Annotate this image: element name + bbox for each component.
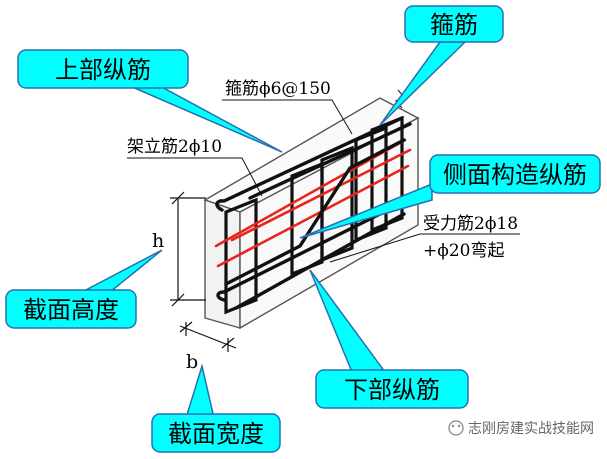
leader-stirrup-spec bbox=[222, 99, 353, 135]
bent-bar-label: +ϕ20弯起 bbox=[423, 241, 504, 261]
dimension-b bbox=[179, 321, 237, 352]
dimension-h bbox=[170, 191, 206, 307]
leader-main-bar bbox=[329, 233, 520, 263]
svg-text:截面宽度: 截面宽度 bbox=[168, 420, 264, 448]
stirrup-1 bbox=[224, 197, 258, 315]
erection-bar-label: 架立筋2ϕ10 bbox=[127, 137, 222, 157]
bottom-bar-2 bbox=[234, 212, 406, 310]
callout-stirrup: 箍筋 bbox=[379, 5, 504, 126]
callout-section-width: 截面宽度 bbox=[151, 363, 281, 453]
watermark: 志刚房建实战技能网 bbox=[448, 420, 594, 437]
leader-erection-bar bbox=[127, 157, 263, 197]
callout-section-height: 截面高度 bbox=[5, 249, 163, 329]
side-bar-2 bbox=[230, 148, 412, 242]
top-bar-back bbox=[248, 122, 412, 200]
svg-text:上部纵筋: 上部纵筋 bbox=[55, 56, 151, 84]
watermark-text: 志刚房建实战技能网 bbox=[468, 421, 594, 437]
dim-h-label: h bbox=[152, 230, 164, 252]
dim-b-label: b bbox=[186, 351, 198, 373]
watermark-logo-icon bbox=[448, 420, 464, 436]
top-bars bbox=[215, 116, 412, 212]
callout-bottom-longitudinal: 下部纵筋 bbox=[309, 269, 469, 409]
callout-top-longitudinal: 上部纵筋 bbox=[17, 49, 283, 153]
bent-up-bar bbox=[224, 138, 406, 286]
svg-text:侧面构造纵筋: 侧面构造纵筋 bbox=[443, 161, 587, 189]
side-bar-3 bbox=[216, 164, 410, 268]
stirrup-4 bbox=[354, 125, 388, 243]
stirrup-spec-label: 箍筋ϕ6@150 bbox=[225, 79, 331, 99]
svg-text:截面高度: 截面高度 bbox=[23, 296, 119, 324]
main-bar-label: 受力筋2ϕ18 bbox=[423, 214, 518, 234]
callout-side-longitudinal: 侧面构造纵筋 bbox=[299, 154, 601, 239]
svg-text:下部纵筋: 下部纵筋 bbox=[344, 376, 440, 404]
bottom-bars bbox=[216, 138, 406, 310]
stirrup-3 bbox=[320, 145, 354, 263]
annotation-leaders bbox=[127, 99, 520, 263]
top-bar-front bbox=[215, 116, 404, 212]
svg-text:箍筋: 箍筋 bbox=[430, 11, 478, 39]
bottom-bar-1 bbox=[216, 200, 406, 302]
